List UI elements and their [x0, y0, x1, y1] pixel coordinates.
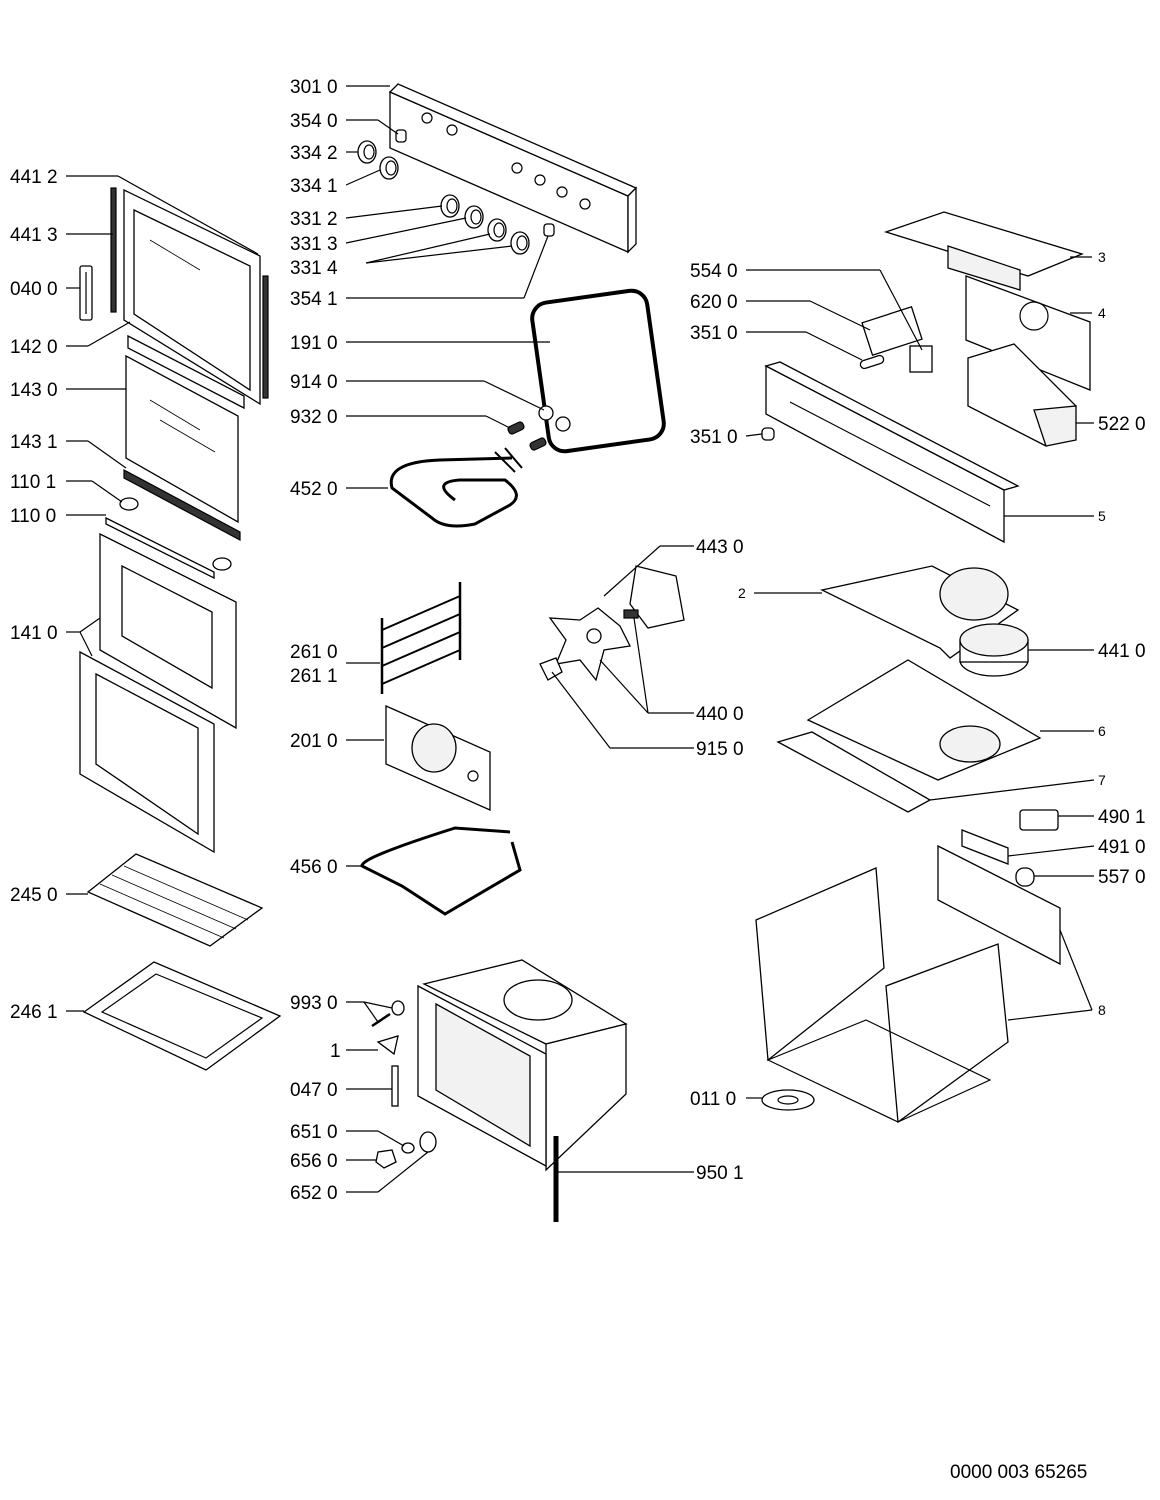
- callout-620-0: 620 0: [690, 292, 738, 313]
- front-frame-part: [764, 361, 1020, 544]
- callout-245-0: 245 0: [10, 885, 58, 906]
- callout-110-0: 110 0: [10, 506, 56, 527]
- callout-354-0: 354 0: [290, 111, 338, 132]
- outer-door-part: [99, 532, 237, 730]
- callout-441-0: 441 0: [1098, 641, 1146, 662]
- fan-motor-assembly-part: [539, 565, 685, 682]
- terminal-parts: [961, 809, 1059, 887]
- upper-bracket-assembly-part: [883, 211, 1091, 391]
- callout-261-0: 261 0: [290, 642, 338, 663]
- callout-142-0: 142 0: [10, 337, 58, 358]
- callout-491-0: 491 0: [1098, 837, 1146, 858]
- inner-glass-part: [125, 354, 239, 524]
- callout-047-0: 047 0: [290, 1080, 338, 1101]
- door-panel-frame-part: [79, 650, 215, 854]
- callout-651-0: 651 0: [290, 1122, 338, 1143]
- knob-parts-upper: [357, 129, 407, 180]
- callout-490-1: 490 1: [1098, 807, 1146, 828]
- glass-retainer-part: [123, 468, 241, 542]
- callout-7: 7: [1098, 772, 1106, 788]
- callout-141-0: 141 0: [10, 623, 58, 644]
- callout-191-0: 191 0: [290, 333, 338, 354]
- vent-strip-part: [127, 334, 245, 410]
- callout-334-1: 334 1: [290, 176, 338, 197]
- callout-331-4: 331 4: [290, 258, 338, 279]
- control-panel-part: [388, 83, 638, 254]
- callout-656-0: 656 0: [290, 1151, 338, 1172]
- callout-554-0: 554 0: [690, 261, 738, 282]
- callout-441-3: 441 3: [10, 225, 58, 246]
- callout-351-0-lower: 351 0: [690, 427, 738, 448]
- callout-557-0: 557 0: [1098, 867, 1146, 888]
- callout-351-0-upper: 351 0: [690, 323, 738, 344]
- top-heating-element-part: [389, 447, 523, 528]
- callout-6: 6: [1098, 723, 1106, 739]
- callout-354-1: 354 1: [290, 289, 338, 310]
- control-components-part: [761, 305, 933, 441]
- document-number: 0000 003 65265: [950, 1462, 1088, 1483]
- bracket-parts: [105, 497, 232, 580]
- callout-522-0: 522 0: [1098, 414, 1146, 435]
- callout-456-0: 456 0: [290, 857, 338, 878]
- callout-950-1: 950 1: [696, 1163, 744, 1184]
- cabinet-side-panels-part: [755, 844, 1061, 1124]
- fixing-parts: [507, 405, 571, 451]
- callout-932-0: 932 0: [290, 407, 338, 428]
- electronic-module-part: [967, 343, 1077, 447]
- callout-143-0: 143 0: [10, 380, 58, 401]
- bottom-heating-element-part: [360, 826, 522, 916]
- callout-labels: 301 0 354 0 334 2 334 1 331 2 331 3 331 …: [10, 77, 1146, 1204]
- callout-452-0: 452 0: [290, 479, 338, 500]
- wire-shelf-part: [86, 853, 264, 947]
- door-frame-part: [110, 187, 269, 406]
- callout-915-0: 915 0: [696, 739, 744, 760]
- callout-331-2: 331 2: [290, 209, 338, 230]
- leader-lines: [66, 85, 1095, 1193]
- callout-201-0: 201 0: [290, 731, 338, 752]
- callout-143-1: 143 1: [10, 432, 58, 453]
- door-seal-part: [530, 288, 666, 454]
- oven-cavity-part: [417, 959, 628, 1172]
- baking-tray-part: [82, 961, 282, 1071]
- callout-3: 3: [1098, 249, 1106, 265]
- callout-8: 8: [1098, 1002, 1106, 1018]
- callout-246-1: 246 1: [10, 1002, 58, 1023]
- bottom-plate-part: [806, 659, 1042, 781]
- hinge-part: [79, 265, 93, 321]
- callout-993-0: 993 0: [290, 993, 338, 1014]
- callout-4: 4: [1098, 305, 1106, 321]
- shelf-support-part: [380, 582, 462, 694]
- callout-301-0: 301 0: [290, 77, 338, 98]
- callout-2: 2: [738, 585, 746, 601]
- callout-261-1: 261 1: [290, 666, 338, 687]
- foot-part: [761, 1089, 815, 1111]
- callout-1: 1: [330, 1041, 341, 1062]
- callout-652-0: 652 0: [290, 1183, 338, 1204]
- callout-441-2: 441 2: [10, 167, 58, 188]
- callout-110-1: 110 1: [10, 472, 56, 493]
- callout-914-0: 914 0: [290, 372, 338, 393]
- callout-011-0: 011 0: [690, 1089, 736, 1110]
- knob-parts-331: [440, 194, 555, 255]
- callout-440-0: 440 0: [696, 704, 744, 725]
- cooling-fan-part: [959, 623, 1029, 677]
- callout-334-2: 334 2: [290, 143, 338, 164]
- callout-5: 5: [1098, 508, 1106, 524]
- callout-443-0: 443 0: [696, 537, 744, 558]
- callout-040-0: 040 0: [10, 279, 58, 300]
- fan-cover-part: [385, 705, 491, 811]
- callout-331-3: 331 3: [290, 234, 338, 255]
